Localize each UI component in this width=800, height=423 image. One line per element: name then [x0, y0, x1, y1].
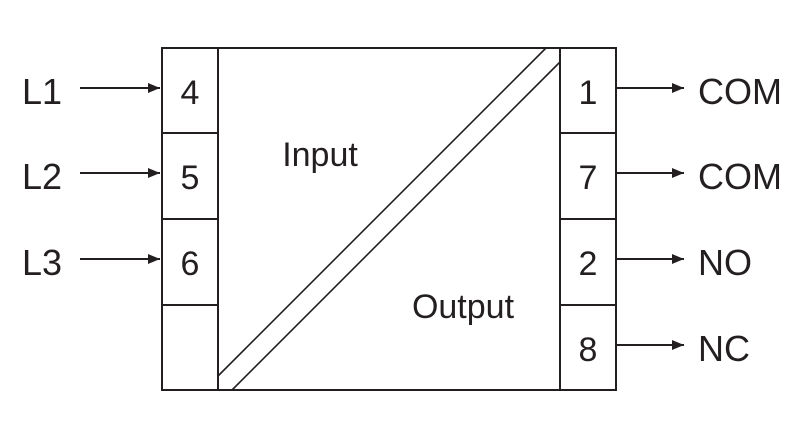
input-signal-label: L3	[22, 242, 62, 283]
input-signal-label: L2	[22, 156, 62, 197]
input-region-label: Input	[282, 136, 358, 174]
input-l2-connection: L2 5	[22, 156, 199, 197]
output-signal-label: COM	[698, 156, 782, 197]
input-terminal-number: 4	[181, 74, 200, 112]
input-terminal-number: 6	[181, 245, 200, 283]
output-signal-label: COM	[698, 71, 782, 112]
module-outline	[161, 47, 617, 391]
output-region-label: Output	[412, 288, 515, 326]
output-terminal-number: 7	[579, 159, 598, 197]
output-terminal-7-connection: 7 COM	[579, 156, 782, 197]
output-terminal-2-connection: 2 NO	[579, 242, 752, 283]
output-terminal-number: 1	[579, 74, 598, 112]
output-terminal-number: 2	[579, 245, 598, 283]
output-signal-label: NO	[698, 242, 752, 283]
input-signal-label: L1	[22, 71, 62, 112]
output-terminal-1-connection: 1 COM	[579, 71, 782, 112]
output-terminal-8-connection: 8 NC	[579, 328, 750, 369]
input-terminal-number: 5	[181, 159, 200, 197]
input-l1-connection: L1 4	[22, 71, 199, 112]
isolation-diagonal-line	[217, 47, 547, 377]
output-terminal-number: 8	[579, 331, 598, 369]
input-l3-connection: L3 6	[22, 242, 199, 283]
isolation-diagonal-line	[231, 61, 561, 391]
output-signal-label: NC	[698, 328, 750, 369]
